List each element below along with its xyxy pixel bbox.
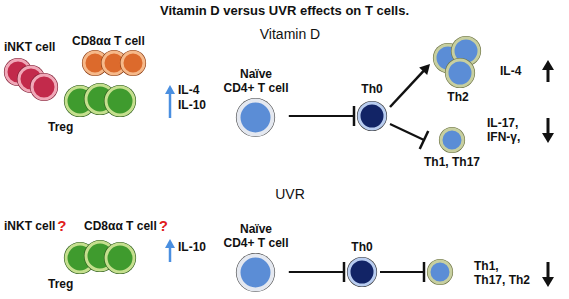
cell-group: Treg	[48, 80, 139, 134]
question-mark: ?	[57, 217, 66, 234]
increase-arrow	[547, 68, 550, 82]
cell-body	[239, 100, 273, 134]
cell-outline	[347, 257, 377, 287]
decrease-arrow	[547, 262, 550, 278]
cell-label: Th0	[361, 82, 382, 96]
cell-outline	[104, 242, 136, 274]
question-mark: ?	[159, 217, 168, 234]
cell-group: Th2	[430, 33, 484, 104]
cell-illustration	[438, 126, 466, 154]
cell-group: Naïve CD4+ T cell	[223, 222, 289, 295]
cell-outline	[236, 97, 275, 136]
cell-body	[429, 261, 451, 283]
cell-group: Treg	[48, 237, 139, 291]
cell-body	[349, 259, 375, 285]
inhibition-bar	[423, 262, 426, 282]
inhibition-bar	[343, 262, 346, 282]
figure-title: Vitamin D versus UVR effects on T cells.	[160, 3, 409, 19]
cell-outline	[439, 127, 465, 153]
cell-outline	[427, 259, 453, 285]
cell-illustration	[3, 57, 59, 102]
cytokine-label: IL-10	[178, 98, 206, 112]
cell-body	[447, 60, 473, 86]
cell-body	[106, 244, 134, 272]
cell-body	[106, 87, 134, 115]
cell-label: CD8αα T cell	[84, 219, 157, 233]
cell-group: CD8αα T cell?	[84, 217, 168, 234]
cell-label: Th1, Th17, Th2	[474, 259, 531, 287]
cytokine-label: IL-4	[500, 64, 521, 78]
connector-line	[289, 115, 354, 117]
arrowhead	[419, 64, 430, 75]
cytokine-label: IL-10	[178, 240, 206, 254]
cell-outline	[120, 50, 146, 76]
section-heading: UVR	[275, 186, 305, 202]
cell-group: Naïve CD4+ T cell	[223, 67, 289, 140]
cell-body	[122, 52, 144, 74]
increase-arrow	[169, 247, 172, 262]
cell-outline	[236, 252, 275, 291]
section-heading: Vitamin D	[260, 26, 320, 42]
cell-illustration	[63, 82, 137, 118]
cytokine-label: IL-4	[178, 83, 199, 97]
cell-label: Th2	[447, 90, 468, 104]
cell-body	[32, 75, 56, 99]
cell-group: Th1, Th17	[424, 124, 480, 169]
cell-label: Naïve CD4+ T cell	[223, 222, 289, 250]
cell-illustration	[432, 35, 482, 89]
increase-arrowhead	[542, 60, 554, 70]
increase-arrow	[169, 93, 172, 118]
cell-illustration	[81, 49, 147, 77]
increase-arrowhead	[165, 85, 175, 94]
cell-group: CD8αα T cell	[72, 34, 149, 79]
cytokine-label: IL-17, IFN-γ,	[487, 116, 521, 144]
cell-outline	[445, 58, 475, 88]
cell-body	[239, 255, 273, 289]
cell-label: Naïve CD4+ T cell	[223, 67, 289, 95]
cell-illustration	[356, 100, 388, 132]
connector-line	[380, 271, 424, 273]
decrease-arrowhead	[542, 277, 554, 287]
cell-label: Th1, Th17	[424, 155, 480, 169]
cell-label: Th0	[351, 240, 372, 254]
cell-group: iNKT cell?	[4, 217, 67, 234]
cell-illustration	[235, 252, 276, 293]
cell-group: iNKT cell	[1, 40, 61, 104]
cell-label: iNKT cell	[4, 40, 55, 54]
cell-illustration	[63, 239, 137, 275]
cell-group: Th0	[344, 240, 380, 290]
connector	[390, 64, 430, 107]
cell-illustration	[346, 256, 378, 288]
connector	[289, 262, 344, 282]
cell-outline	[30, 73, 58, 101]
cell-label: Treg	[48, 277, 73, 291]
cell-group: Th1, Th17, Th2	[424, 256, 531, 288]
decrease-arrowhead	[542, 133, 554, 143]
cell-illustration	[426, 258, 454, 286]
connector	[390, 124, 428, 149]
increase-arrowhead	[165, 239, 175, 248]
cell-outline	[357, 101, 387, 131]
cell-body	[359, 103, 385, 129]
inhibition-bar	[420, 131, 429, 149]
cell-body	[441, 129, 463, 151]
cell-outline	[104, 85, 136, 117]
connector-line	[390, 70, 425, 107]
cell-label: CD8αα T cell	[72, 34, 145, 48]
cell-label: Treg	[48, 120, 73, 134]
decrease-arrow	[547, 118, 550, 134]
connector	[289, 106, 354, 126]
connector-line	[289, 271, 344, 273]
inhibition-bar	[353, 106, 356, 126]
cell-label: iNKT cell	[4, 219, 55, 233]
cell-group: Th0	[354, 82, 390, 134]
connector-line	[390, 124, 424, 140]
connector	[380, 262, 424, 282]
cell-illustration	[235, 97, 276, 138]
